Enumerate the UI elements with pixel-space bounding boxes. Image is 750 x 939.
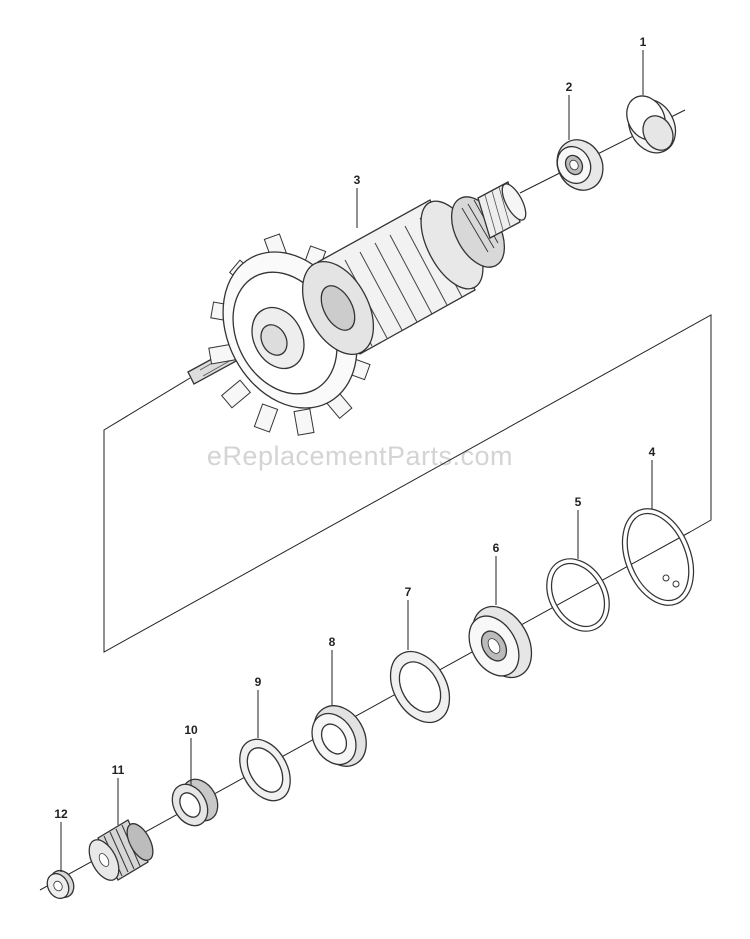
part-5-ring — [546, 558, 610, 632]
part-9-washer — [239, 738, 291, 802]
callout-8: 8 — [329, 635, 336, 649]
callout-6: 6 — [493, 541, 500, 555]
callout-4: 4 — [649, 445, 656, 459]
part-1-bearing-sleeve — [626, 95, 677, 154]
part-8-spacer — [311, 705, 367, 767]
part-4-retaining-ring — [621, 508, 695, 606]
callout-1: 1 — [640, 35, 647, 49]
callout-2: 2 — [566, 80, 573, 94]
part-11-helical-gear — [88, 819, 154, 881]
callout-10: 10 — [184, 723, 198, 737]
callout-3: 3 — [354, 173, 361, 187]
callout-11: 11 — [112, 763, 125, 777]
callout-5: 5 — [575, 495, 582, 509]
callout-12: 12 — [54, 807, 68, 821]
part-12-nut — [46, 869, 75, 900]
callout-9: 9 — [255, 675, 262, 689]
part-6-ball-bearing — [468, 605, 533, 679]
part-10-sleeve — [171, 778, 219, 827]
leader-lines — [60, 50, 653, 872]
part-3-armature — [187, 181, 527, 436]
part-2-ball-bearing — [556, 139, 604, 191]
callout-7: 7 — [405, 585, 412, 599]
part-7-washer — [389, 650, 451, 724]
assembly-frame — [103, 314, 712, 653]
watermark: eReplacementParts.com — [207, 441, 513, 471]
lower-axis-line — [39, 531, 691, 891]
